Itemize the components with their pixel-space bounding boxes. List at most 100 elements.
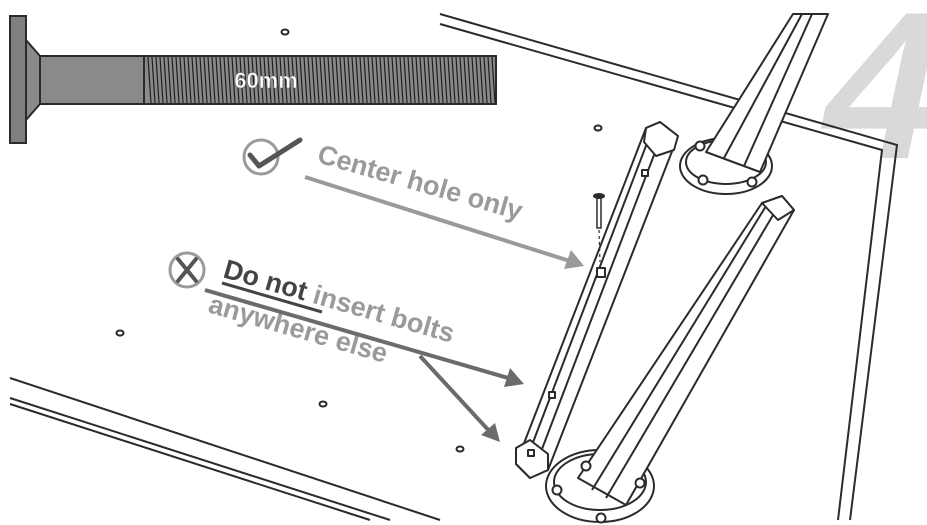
table-top-front-edge — [9, 377, 441, 521]
small-bolt-guide-line — [598, 229, 601, 263]
bolt-thread-line — [179, 56, 184, 104]
bolt-thread-line — [371, 56, 376, 104]
bolt-thread-line — [395, 56, 400, 104]
bolt-thread-line — [411, 56, 416, 104]
bolt-thread-line — [211, 56, 216, 104]
bolt-thread-line — [471, 56, 476, 104]
screw-hole — [593, 124, 603, 132]
bolt-thread-line — [155, 56, 160, 104]
upper-leg-screw — [694, 140, 706, 152]
bolt-thread-line — [151, 56, 156, 104]
bolt-thread-line — [159, 56, 164, 104]
incorrect-emphasis-underline — [221, 281, 323, 314]
rail-hole — [527, 449, 535, 457]
bolt-thread-line — [403, 56, 408, 104]
bolt-thread-line — [291, 56, 296, 104]
bolt-thread-line — [279, 56, 284, 104]
bolt-thread-line — [475, 56, 480, 104]
bolt-thread-line — [251, 56, 256, 104]
lower-leg-screw — [634, 477, 646, 489]
bolt-thread-line — [235, 56, 240, 104]
bolt-thread-line — [195, 56, 200, 104]
lower-leg-screw — [580, 460, 592, 472]
bolt-thread-line — [387, 56, 392, 104]
bolt-thread-line — [227, 56, 232, 104]
bolt-thread-line — [407, 56, 412, 104]
bolt-thread-line — [259, 56, 264, 104]
bolt-thread-line — [191, 56, 196, 104]
bolt-thread-line — [427, 56, 432, 104]
bolt-thread-line — [203, 56, 208, 104]
bolt-thread-line — [299, 56, 304, 104]
bolt-thread-line — [423, 56, 428, 104]
incorrect-arrow-head — [504, 368, 524, 387]
bolt-thread-line — [487, 56, 492, 104]
lower-leg-screw — [551, 484, 563, 496]
bolt-shank — [39, 55, 145, 105]
screw-holes — [115, 28, 603, 453]
correct-annotation: Center hole only — [242, 137, 584, 269]
bolt-thread-line — [463, 56, 468, 104]
check-circle-icon — [242, 138, 280, 176]
bolt-thread-line — [339, 56, 344, 104]
screw-hole — [280, 28, 290, 36]
bolt-thread-line — [327, 56, 332, 104]
bolt-thread-line — [483, 56, 488, 104]
small-bolt-head — [593, 193, 605, 199]
bolt-thread-line — [439, 56, 444, 104]
bolt-thread-line — [171, 56, 176, 104]
bolt-thread-line — [319, 56, 324, 104]
screw-hole — [115, 329, 125, 337]
rail-end-cap — [643, 121, 679, 157]
bolt-thread-line — [379, 56, 384, 104]
cross-circle-icon — [168, 251, 206, 289]
bolt-thread-line — [355, 56, 360, 104]
bolt-thread-line — [187, 56, 192, 104]
lower-leg — [545, 195, 795, 524]
bolt-thread-line — [183, 56, 188, 104]
bolt-thread-line — [303, 56, 308, 104]
bolt-thread-line — [247, 56, 252, 104]
table-top-front-edge-inner — [9, 397, 391, 521]
lower-leg-screw — [595, 512, 607, 524]
upper-leg-post-edge — [743, 13, 813, 167]
bolt-thread-line — [147, 56, 152, 104]
upper-leg — [679, 13, 829, 195]
bolt-length-label: 60mm — [234, 68, 298, 93]
bolt-thread-line — [351, 56, 356, 104]
small-bolt — [593, 193, 605, 263]
bolt-thread-line — [263, 56, 268, 104]
bolt-thread-lines — [147, 56, 496, 104]
bolt-thread-line — [283, 56, 288, 104]
bolt-thread-line — [343, 56, 348, 104]
bolt-thread-line — [295, 56, 300, 104]
bolt-thread-line — [311, 56, 316, 104]
rail-center-hole — [596, 267, 606, 278]
bolt-thread-line — [455, 56, 460, 104]
bolt-thread-line — [347, 56, 352, 104]
bolt-thread-line — [163, 56, 168, 104]
bolt-thread-line — [443, 56, 448, 104]
bolt-thread-line — [431, 56, 436, 104]
bolt-thread-line — [451, 56, 456, 104]
upper-leg-post — [705, 13, 829, 173]
table-top — [9, 13, 899, 521]
lower-leg-cap — [761, 195, 795, 221]
bolt-thread-line — [459, 56, 464, 104]
lower-leg-post-edge — [605, 209, 777, 499]
table-top-front-edge-rim — [9, 403, 371, 521]
bolt-thread-line — [255, 56, 260, 104]
bolt-thread-line — [435, 56, 440, 104]
bolt-thread-line — [239, 56, 244, 104]
rail-end-cap — [515, 439, 549, 479]
correct-arrow-head — [564, 250, 584, 269]
bolt-thread-line — [335, 56, 340, 104]
bolt-thread-line — [323, 56, 328, 104]
bolt-thread-line — [231, 56, 236, 104]
bolt-thread-line — [359, 56, 364, 104]
bolt-thread-line — [447, 56, 452, 104]
rail-edge — [523, 129, 653, 467]
bolt-thread-line — [175, 56, 180, 104]
bolt-head — [9, 15, 27, 144]
